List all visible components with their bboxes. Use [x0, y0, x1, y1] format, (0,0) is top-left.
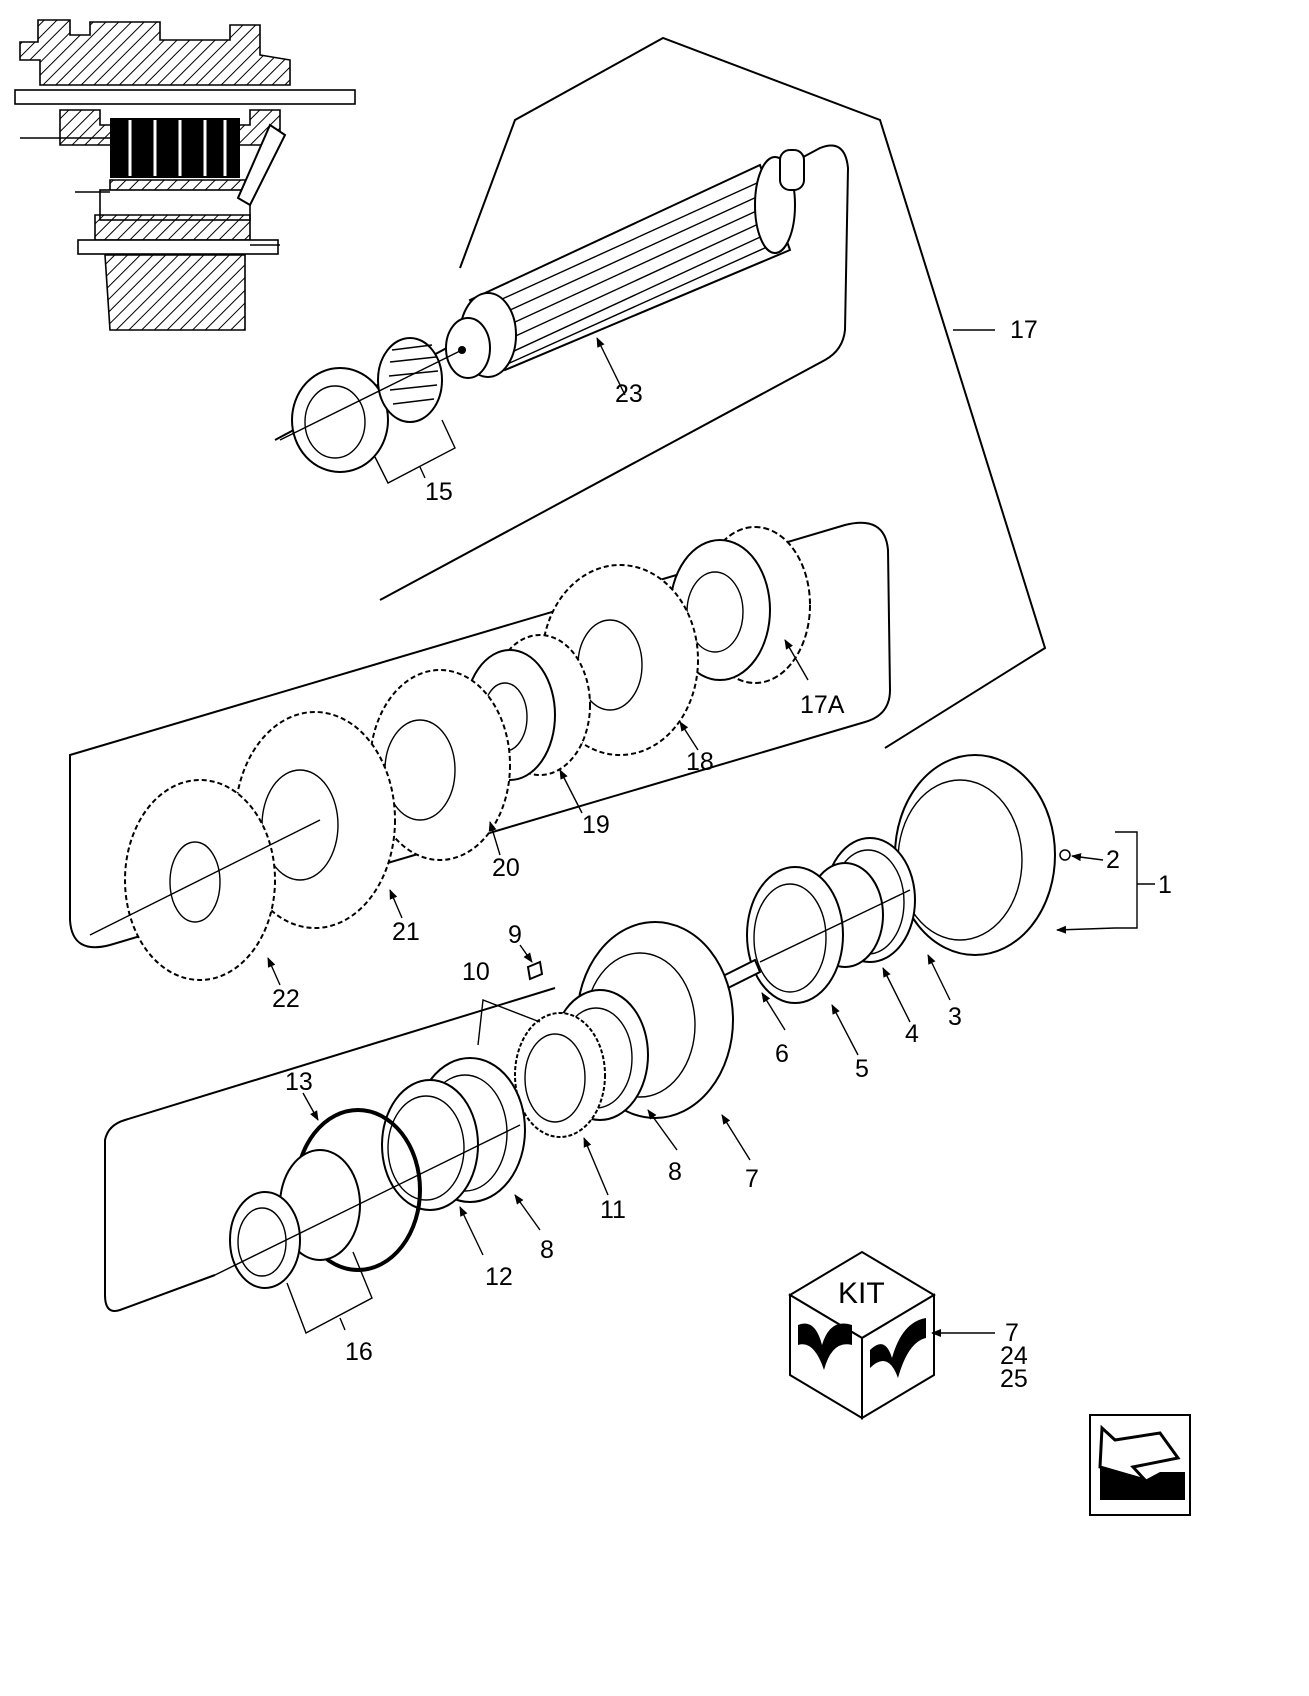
- piston-5: [746, 866, 844, 1004]
- callout-7: 7: [745, 1165, 759, 1193]
- callout-4: 4: [905, 1020, 919, 1048]
- kit-ref-25: 25: [1000, 1365, 1028, 1393]
- callout-20: 20: [492, 854, 520, 882]
- clutch-group-outline: [104, 987, 556, 1312]
- bearing-16: [214, 1124, 521, 1289]
- callout-10: 10: [462, 958, 490, 986]
- ring-12: [381, 1079, 479, 1211]
- callout-23: 23: [615, 380, 643, 408]
- callout-5: 5: [855, 1055, 869, 1083]
- callout-21: 21: [392, 918, 420, 946]
- gear-group-outline: [69, 521, 892, 949]
- callout-13: 13: [285, 1068, 313, 1096]
- shaft-23: [445, 149, 805, 379]
- callout-17: 17: [1010, 316, 1038, 344]
- kit-ref-24: 24: [1000, 1342, 1028, 1370]
- transmission-cross-section-icon: [14, 19, 356, 331]
- callout-12: 12: [485, 1263, 513, 1291]
- leader-lines: [267, 329, 1155, 1334]
- bearing-15: [279, 337, 463, 473]
- back-arrow-icon: [1098, 1424, 1181, 1483]
- callout-1: 1: [1158, 871, 1172, 899]
- disc-11: [514, 1012, 606, 1138]
- clutch-housing-1: [894, 754, 1071, 956]
- callout-8-lower: 8: [540, 1236, 554, 1264]
- callout-3: 3: [948, 1003, 962, 1031]
- callout-2: 2: [1106, 846, 1120, 874]
- kit-ref-7: 7: [1005, 1319, 1019, 1347]
- callout-11: 11: [600, 1196, 626, 1224]
- kit-references: 7 24 25: [931, 1319, 1028, 1393]
- callout-8-upper: 8: [668, 1158, 682, 1186]
- callout-22: 22: [272, 985, 300, 1013]
- callout-18: 18: [686, 748, 714, 776]
- spring-9: [526, 960, 544, 981]
- callout-17a: 17A: [800, 691, 845, 719]
- callout-9: 9: [508, 921, 522, 949]
- callout-15: 15: [425, 478, 453, 506]
- assembly-17-outline: [459, 36, 1047, 749]
- kit-cube-icon: KIT: [788, 1250, 936, 1420]
- callout-6: 6: [775, 1040, 789, 1068]
- callout-16: 16: [345, 1338, 373, 1366]
- callout-19: 19: [582, 811, 610, 839]
- kit-label: KIT: [838, 1277, 885, 1310]
- shaft-group-outline: [274, 144, 850, 601]
- back-arrow-button[interactable]: [1089, 1414, 1191, 1516]
- gear-22: [89, 779, 321, 981]
- callout-labels: 17 23 15 17A 18 19 20 21 22 2 1 9 10 3 4…: [272, 316, 1172, 1366]
